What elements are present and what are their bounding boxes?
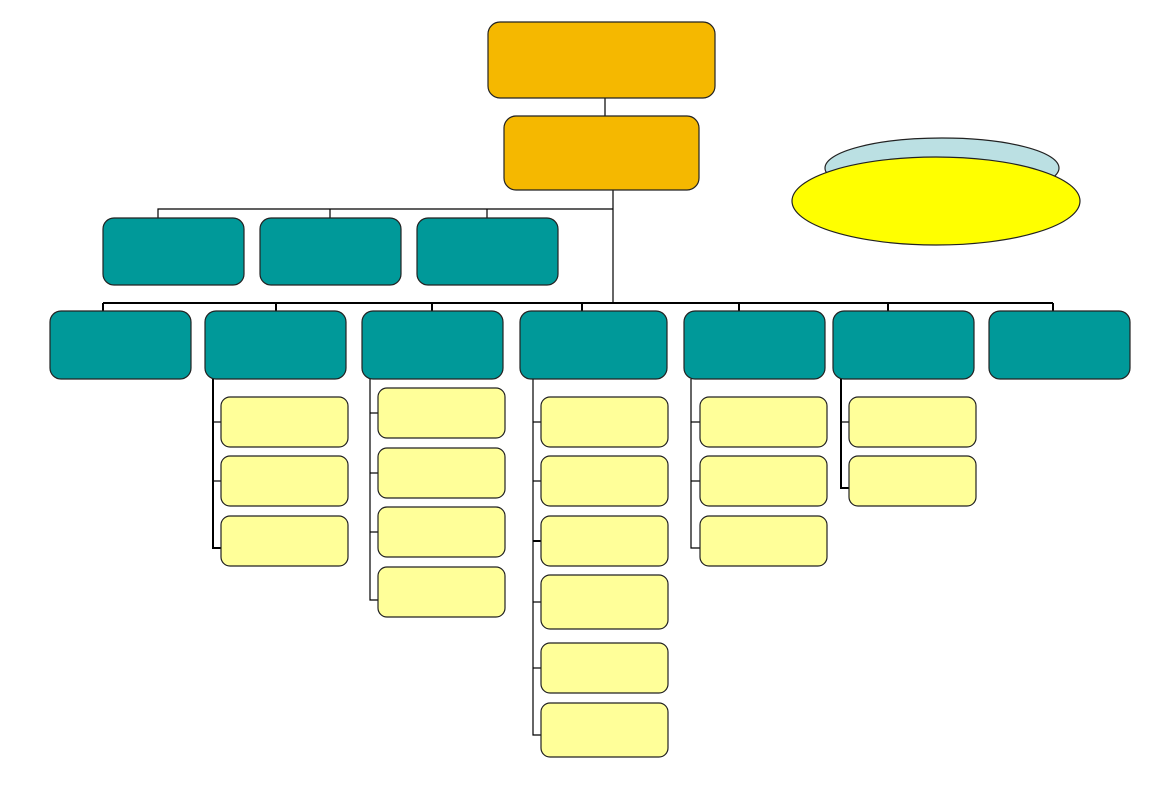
department-box[interactable]: [204, 310, 347, 380]
department-box[interactable]: [683, 310, 826, 380]
subunit-box[interactable]: [699, 396, 828, 448]
connector-subunits: [840, 379, 849, 489]
subunits-column-6: [848, 396, 977, 507]
subunit-box[interactable]: [848, 396, 977, 448]
connectors: [102, 98, 1054, 736]
connector-subunits: [369, 379, 378, 601]
subunits-column-5: [699, 396, 828, 567]
subunits-column-2: [220, 396, 349, 567]
subunit-box[interactable]: [540, 574, 669, 630]
subunit-box[interactable]: [377, 566, 506, 618]
callout-ellipse[interactable]: [791, 156, 1081, 246]
staff-box[interactable]: [102, 217, 245, 286]
staff-box[interactable]: [259, 217, 402, 286]
subunit-box[interactable]: [220, 455, 349, 507]
subunit-box[interactable]: [540, 702, 669, 758]
connector-subunits: [212, 379, 221, 549]
top-executive-box[interactable]: [487, 21, 716, 99]
subunit-box[interactable]: [220, 515, 349, 567]
connector-subunits: [690, 379, 700, 549]
subunit-box[interactable]: [540, 642, 669, 694]
subunit-box[interactable]: [377, 447, 506, 499]
subunit-box[interactable]: [377, 506, 506, 558]
department-box[interactable]: [988, 310, 1131, 380]
department-box[interactable]: [49, 310, 192, 380]
department-box[interactable]: [361, 310, 504, 380]
subunit-box[interactable]: [699, 515, 828, 567]
subunit-box[interactable]: [540, 515, 669, 567]
subunits-column-4: [540, 396, 669, 758]
subunit-box[interactable]: [540, 396, 669, 448]
connector-subunits: [532, 379, 541, 736]
subunits-column-3: [377, 387, 506, 618]
connector-staff-bus: [157, 208, 613, 218]
department-box[interactable]: [519, 310, 668, 380]
executive-box[interactable]: [503, 115, 700, 191]
subunit-box[interactable]: [377, 387, 506, 439]
subunit-box[interactable]: [220, 396, 349, 448]
subunit-box[interactable]: [540, 455, 669, 507]
department-box[interactable]: [832, 310, 975, 380]
staff-box[interactable]: [416, 217, 559, 286]
subunit-box[interactable]: [699, 455, 828, 507]
subunit-box[interactable]: [848, 455, 977, 507]
